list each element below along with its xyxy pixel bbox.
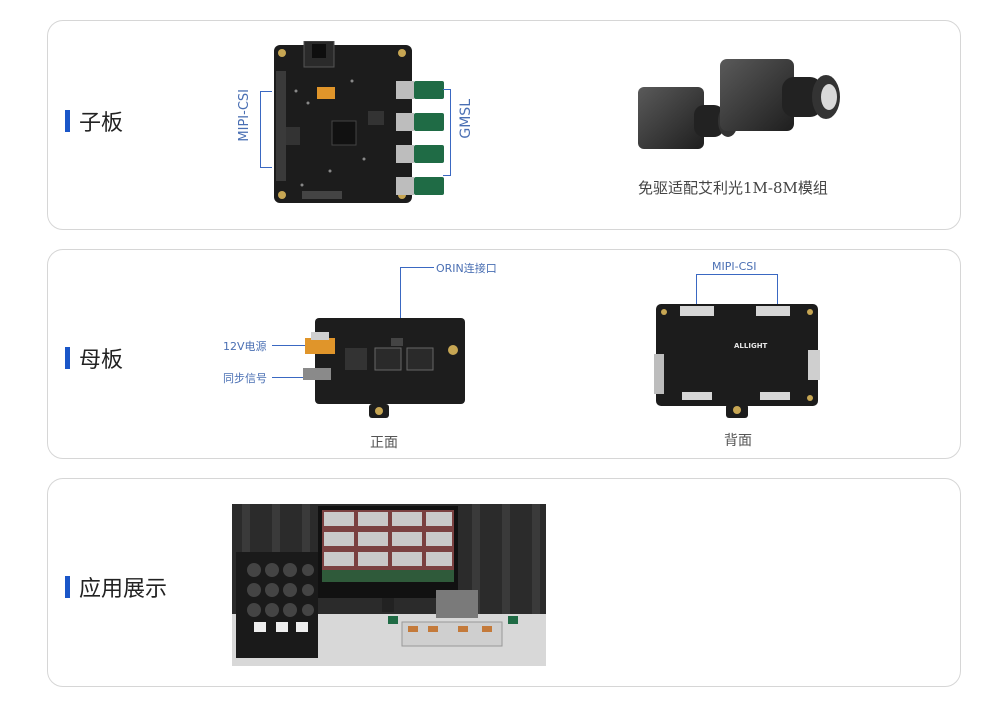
back-mipi-csi-label: MIPI-CSI <box>712 260 757 273</box>
camera-modules <box>638 59 840 149</box>
demo-title: 应用展示 <box>65 571 167 603</box>
gmsl-label: GMSL <box>458 99 474 139</box>
main-board-title-text: 母板 <box>79 348 124 373</box>
power-leader <box>272 345 318 346</box>
mipi-bracket-line <box>260 91 261 167</box>
gmsl-bracket-line <box>450 89 451 175</box>
demo-scene <box>232 504 546 666</box>
demo-panel: 应用展示 <box>47 478 961 687</box>
mipi-csi-label: MIPI-CSI <box>237 89 252 142</box>
camera-modules-image <box>628 51 858 181</box>
sub-board-panel: 子板 MIPI-CSI <box>47 20 961 230</box>
main-board-front <box>303 318 465 418</box>
title-accent-bar <box>65 347 70 369</box>
sub-board-image <box>272 41 452 207</box>
orin-leader-h <box>400 267 434 268</box>
orin-leader-v <box>400 267 401 351</box>
title-accent-bar <box>65 576 70 598</box>
mipi-bracket-bottom <box>260 167 272 168</box>
gmsl-bracket-bottom <box>443 175 451 176</box>
sub-board-pcb <box>274 41 444 203</box>
main-board-back <box>654 304 820 418</box>
sub-board-title-text: 子板 <box>79 111 124 136</box>
main-board-back-image: ALLIGHT <box>652 304 822 420</box>
sub-board-title: 子板 <box>65 105 123 137</box>
sync-leader <box>272 377 316 378</box>
back-mipi-bracket-top <box>696 274 778 275</box>
back-caption: 背面 <box>724 433 752 449</box>
demo-title-text: 应用展示 <box>79 577 168 602</box>
back-mipi-bracket-right <box>777 274 778 308</box>
title-accent-bar <box>65 110 70 132</box>
mipi-bracket-top <box>260 91 272 92</box>
gmsl-bracket-top <box>443 89 451 90</box>
board-brand-text: ALLIGHT <box>734 342 768 350</box>
sync-label: 同步信号 <box>223 372 267 385</box>
main-board-title: 母板 <box>65 342 123 374</box>
front-caption: 正面 <box>370 435 398 451</box>
back-mipi-bracket-left <box>696 274 697 308</box>
power-label: 12V电源 <box>223 340 267 353</box>
main-board-front-image <box>303 318 473 423</box>
camera-caption: 免驱适配艾利光1M-8M模组 <box>638 179 828 197</box>
demo-photo <box>232 504 546 666</box>
orin-connector-label: ORIN连接口 <box>436 262 497 275</box>
main-board-panel: 母板 ORIN连接口 12V电源 同步信号 正面 MIPI-CSI <box>47 249 961 459</box>
